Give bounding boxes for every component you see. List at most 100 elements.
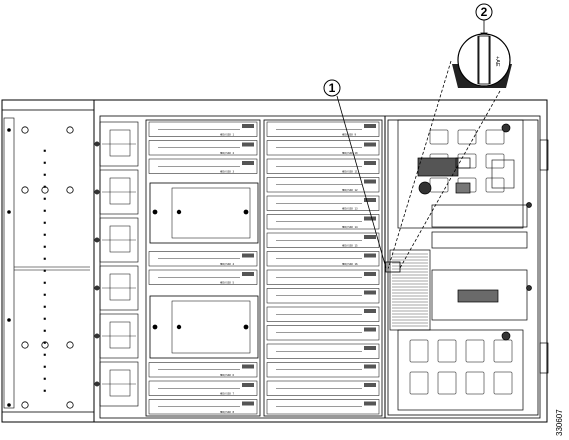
fan-inner — [109, 321, 131, 349]
callout-2: 2 — [475, 3, 493, 21]
vent-dot — [43, 329, 46, 332]
callout-2-number: 2 — [481, 5, 488, 19]
battery-location-box — [385, 261, 401, 273]
fan-latch — [94, 333, 100, 339]
riser-cell — [465, 339, 485, 363]
callout-2-circle — [475, 3, 493, 21]
drive-bay-label: HDD/SSD 16 — [342, 262, 358, 266]
vent-dot — [43, 149, 46, 152]
drive-bay — [266, 177, 380, 193]
drive-bay-label: HDD/SSD 3 — [220, 170, 234, 174]
chip-array — [417, 157, 459, 177]
fan-module — [99, 169, 139, 215]
callout-1-leader — [336, 95, 387, 269]
drive-bay-label: HDD/SSD 5 — [220, 281, 234, 285]
drive-bay-label: HDD/SSD 8 — [220, 410, 234, 414]
drive-led — [364, 179, 376, 184]
bezel-hole — [21, 401, 29, 409]
vent-dot — [43, 209, 46, 212]
figure-id: 330607 — [555, 409, 564, 436]
fan-latch — [94, 381, 100, 387]
drive-bay-label: HDD/SSD 12 — [342, 188, 358, 192]
chassis — [1, 99, 548, 423]
drive-bay-label: HDD/SSD 13 — [342, 207, 358, 211]
drive-bay-label: HDD/SSD 2 — [220, 151, 234, 155]
drive-led — [364, 253, 376, 258]
drive-bay — [266, 380, 380, 396]
drive-bay — [148, 362, 258, 378]
fan-module — [99, 217, 139, 263]
drive-bay — [148, 399, 258, 415]
vent-dot — [43, 389, 46, 392]
connector-block — [431, 269, 528, 321]
panel-screw — [152, 209, 158, 215]
vga-port — [491, 159, 515, 189]
vent-dot — [43, 161, 46, 164]
vent-dot — [43, 293, 46, 296]
battery-clip — [478, 35, 490, 85]
drive-led — [364, 142, 376, 147]
drive-bay-label: HDD/SSD 9 — [342, 133, 356, 137]
drive-led — [364, 290, 376, 295]
bezel-strip — [3, 117, 15, 409]
chip-block — [457, 289, 499, 303]
fan-module — [99, 361, 139, 407]
bezel-screw — [7, 128, 11, 132]
vent-dot — [43, 353, 46, 356]
heatsink-inner-upper — [171, 187, 251, 239]
drive-bay — [266, 158, 380, 174]
rtc-battery-socket — [418, 181, 432, 195]
battery-dashed-leader-right — [399, 90, 501, 269]
drive-led — [364, 346, 376, 350]
drive-bay-label: HDD/SSD 10 — [342, 151, 358, 155]
internal-frame — [99, 115, 541, 419]
psu-handle-bottom — [539, 342, 549, 374]
riser-bottom-cells — [409, 339, 513, 395]
riser-cell — [485, 129, 505, 145]
vent-dot — [43, 281, 46, 284]
drive-bay — [266, 343, 380, 359]
vent-dot — [43, 305, 46, 308]
small-chip-2 — [455, 182, 471, 194]
bezel-hole — [66, 341, 74, 349]
drive-bay — [148, 140, 258, 156]
board-screw — [526, 285, 532, 291]
bezel-hole — [21, 341, 29, 349]
drive-led — [364, 216, 376, 221]
pcie-slot-1 — [431, 204, 528, 228]
drive-bay — [266, 140, 380, 156]
drive-bay-label: HDD/SSD 6 — [220, 373, 234, 377]
riser-cell — [485, 153, 505, 169]
panel-screw — [243, 209, 249, 215]
drive-bay — [266, 214, 380, 230]
motherboard — [387, 119, 549, 416]
vent-dot — [43, 317, 46, 320]
drive-led — [364, 198, 376, 202]
drive-led — [242, 383, 254, 387]
panel-screw — [152, 324, 158, 330]
riser-cage-bottom — [397, 329, 524, 411]
fan-module-row — [94, 121, 139, 407]
bezel-screw — [7, 318, 11, 322]
drive-bay — [266, 325, 380, 341]
drive-bay-label: HDD/SSD 7 — [220, 392, 234, 396]
fan-module — [99, 313, 139, 359]
vent-dot — [43, 377, 46, 380]
chassis-outline — [1, 99, 548, 423]
drive-led — [242, 401, 254, 406]
drive-bay — [266, 269, 380, 285]
riser-cell — [429, 177, 449, 193]
fan-module — [99, 265, 139, 311]
drive-column-frame — [263, 119, 383, 417]
drive-led — [242, 253, 254, 258]
panel-screw — [176, 324, 182, 330]
bezel-hole — [66, 401, 74, 409]
board-screw — [526, 202, 532, 208]
drive-bay — [266, 251, 380, 267]
fan-inner — [109, 273, 131, 301]
drive-led — [364, 401, 376, 406]
vent-dot — [43, 245, 46, 248]
drive-bay — [148, 121, 258, 137]
